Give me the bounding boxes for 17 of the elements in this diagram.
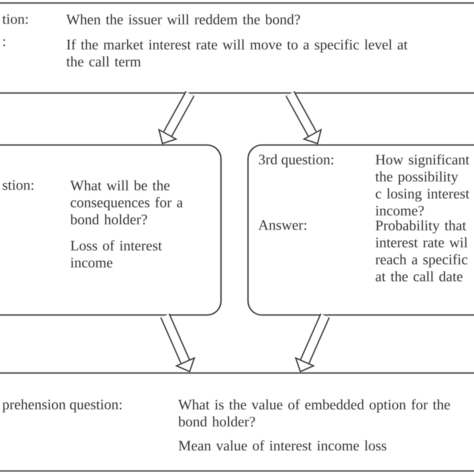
question-text: What is the value of embedded option for the bond holder? xyxy=(178,399,450,427)
block-arrow xyxy=(160,314,196,372)
question-label: tion: xyxy=(2,14,28,24)
answer-text: If the market interest rate will move to a specific level at the call term xyxy=(66,39,408,67)
question-text: What will be the consequences for a bond holder? xyxy=(70,180,183,224)
question-label: 3rd question: xyxy=(258,154,334,168)
answer-text: Probability that interest rate wil reach a specific at the call date xyxy=(376,220,468,282)
question-text: How significant the possibility c losing interest income? xyxy=(375,154,470,216)
question-text: When the issuer will reddem the bond? xyxy=(66,14,300,24)
block-arrow xyxy=(158,91,195,144)
answer-label: Answer: xyxy=(258,220,306,230)
answer-text: Mean value of interest income loss xyxy=(178,440,386,451)
answer-text: Loss of interest income xyxy=(70,240,162,268)
answer-label: : xyxy=(3,39,6,46)
block-arrow xyxy=(285,91,322,144)
question-label: stion: xyxy=(2,180,34,190)
question-label: prehension question: xyxy=(2,399,122,412)
